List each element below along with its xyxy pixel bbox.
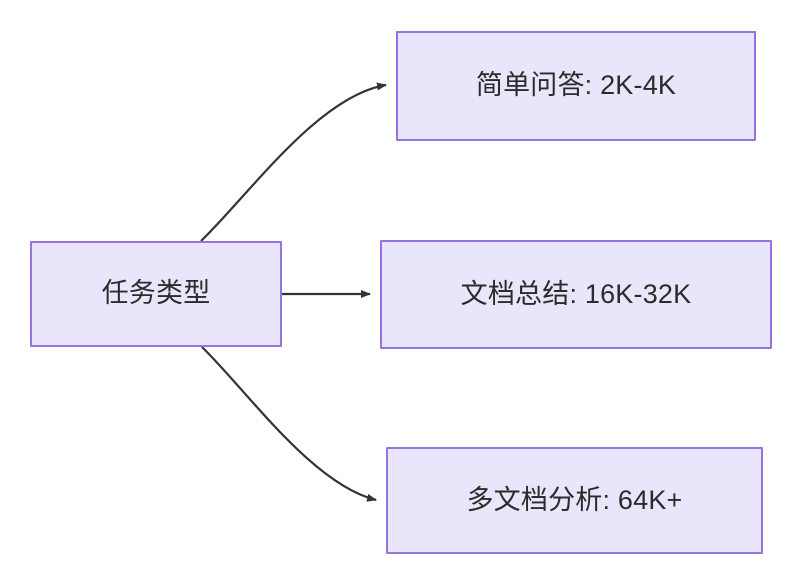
- edge-task-type-to-multi-doc: [201, 346, 377, 502]
- edge-task-type-to-simple-qa: [200, 82, 387, 242]
- node-simple-qa-label: 简单问答: 2K-4K: [475, 70, 677, 101]
- node-multi-doc[interactable]: 多文档分析: 64K+: [386, 447, 763, 554]
- node-doc-summary-label: 文档总结: 16K-32K: [460, 278, 692, 309]
- node-task-type[interactable]: 任务类型: [30, 241, 282, 347]
- node-doc-summary[interactable]: 文档总结: 16K-32K: [380, 240, 772, 349]
- node-simple-qa[interactable]: 简单问答: 2K-4K: [396, 31, 756, 141]
- node-task-type-label: 任务类型: [101, 278, 211, 309]
- node-multi-doc-label: 多文档分析: 64K+: [466, 484, 683, 515]
